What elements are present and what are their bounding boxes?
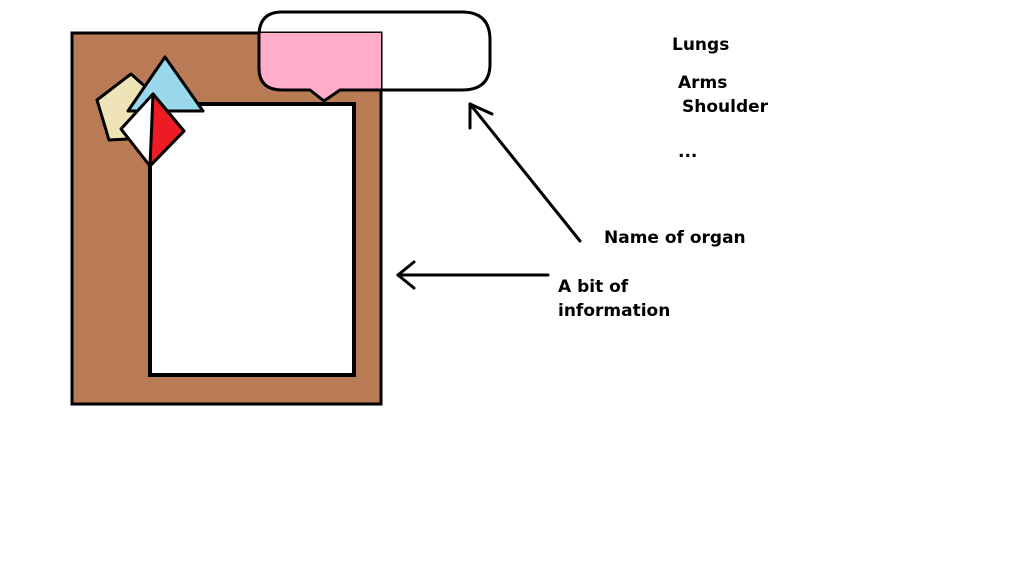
organ-list-ellipsis: ...	[678, 142, 698, 162]
organ-list-item-shoulder: Shoulder	[682, 97, 769, 117]
info-panel	[148, 102, 356, 377]
organ-list-item-arms: Arms	[678, 73, 728, 93]
bit-of-information-label: A bit of information	[558, 277, 671, 321]
name-banner	[259, 33, 381, 101]
arrow-to-info-panel	[396, 260, 550, 290]
speech-bubble	[257, 10, 492, 103]
diamond-red-half	[148, 92, 186, 168]
name-of-organ-label: Name of organ	[604, 228, 746, 248]
organ-list-item-lungs: Lungs	[672, 35, 730, 55]
arrow-to-name-banner	[468, 102, 582, 243]
